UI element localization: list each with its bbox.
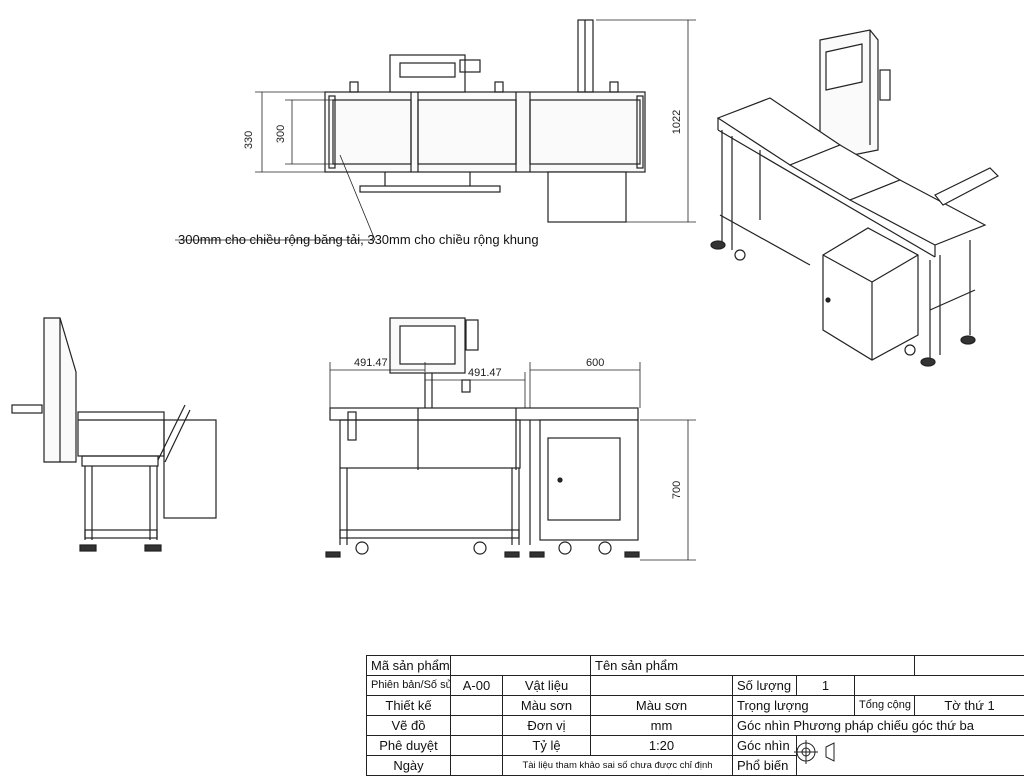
version-label: Phiên bản/Số sửa đổi bbox=[367, 676, 451, 696]
side-view bbox=[12, 318, 216, 551]
dim-belt-width: 300 bbox=[275, 125, 287, 143]
approve-label: Phê duyệt bbox=[367, 736, 451, 756]
scale-value: 1:20 bbox=[591, 736, 733, 756]
date-value bbox=[451, 756, 503, 776]
version-value: A-00 bbox=[451, 676, 503, 696]
title-block: Mã sản phẩm Tên sản phẩm Phiên bản/Số sử… bbox=[366, 655, 1024, 774]
drawing-label: Vẽ đồ bbox=[367, 716, 451, 736]
top-view bbox=[325, 20, 645, 222]
paint-value: Màu sơn bbox=[591, 696, 733, 716]
dim-frame-width: 330 bbox=[243, 131, 255, 149]
scale-label: Tỷ lệ bbox=[503, 736, 591, 756]
product-name-label: Tên sản phẩm bbox=[591, 656, 915, 676]
drawing-value bbox=[451, 716, 503, 736]
dim-middle-conveyor: 491.47 bbox=[468, 367, 502, 379]
total-sheets: Tổng cộng 1 tờ bbox=[855, 696, 915, 716]
front-view bbox=[326, 318, 639, 557]
unit-value: mm bbox=[591, 716, 733, 736]
belt-note: 300mm cho chiều rộng băng tải, 330mm cho… bbox=[178, 232, 539, 247]
dim-total-height: 1022 bbox=[671, 110, 683, 134]
dim-right-conveyor: 600 bbox=[586, 357, 604, 369]
projection-symbol-cell bbox=[797, 736, 1024, 776]
sheet-number: Tờ thứ 1 bbox=[915, 696, 1024, 716]
quantity-value: 1 bbox=[797, 676, 855, 696]
date-label: Ngày bbox=[367, 756, 451, 776]
material-value bbox=[591, 676, 733, 696]
paint-label: Màu sơn bbox=[503, 696, 591, 716]
design-value bbox=[451, 696, 503, 716]
product-code-label: Mã sản phẩm bbox=[367, 656, 451, 676]
material-label: Vật liệu bbox=[503, 676, 591, 696]
dim-left-conveyor: 491.47 bbox=[354, 357, 388, 369]
quantity-extra bbox=[855, 676, 1024, 696]
dim-table-height: 700 bbox=[671, 481, 683, 499]
approve-value bbox=[451, 736, 503, 756]
product-code-value bbox=[451, 656, 591, 676]
quantity-label: Số lượng bbox=[733, 676, 797, 696]
isometric-view bbox=[711, 30, 998, 366]
reference-note: Tài liệu tham khảo sai số chưa được chỉ … bbox=[503, 756, 733, 776]
weight-label: Trọng lượng bbox=[733, 696, 855, 716]
view-label-2: Phổ biến bbox=[733, 756, 797, 776]
product-name-value bbox=[915, 656, 1024, 676]
view-label-1: Góc nhìn bbox=[733, 736, 797, 756]
projection-note: Góc nhìn Phương pháp chiếu góc thứ ba bbox=[733, 716, 1024, 736]
unit-label: Đơn vị bbox=[503, 716, 591, 736]
design-label: Thiết kế bbox=[367, 696, 451, 716]
